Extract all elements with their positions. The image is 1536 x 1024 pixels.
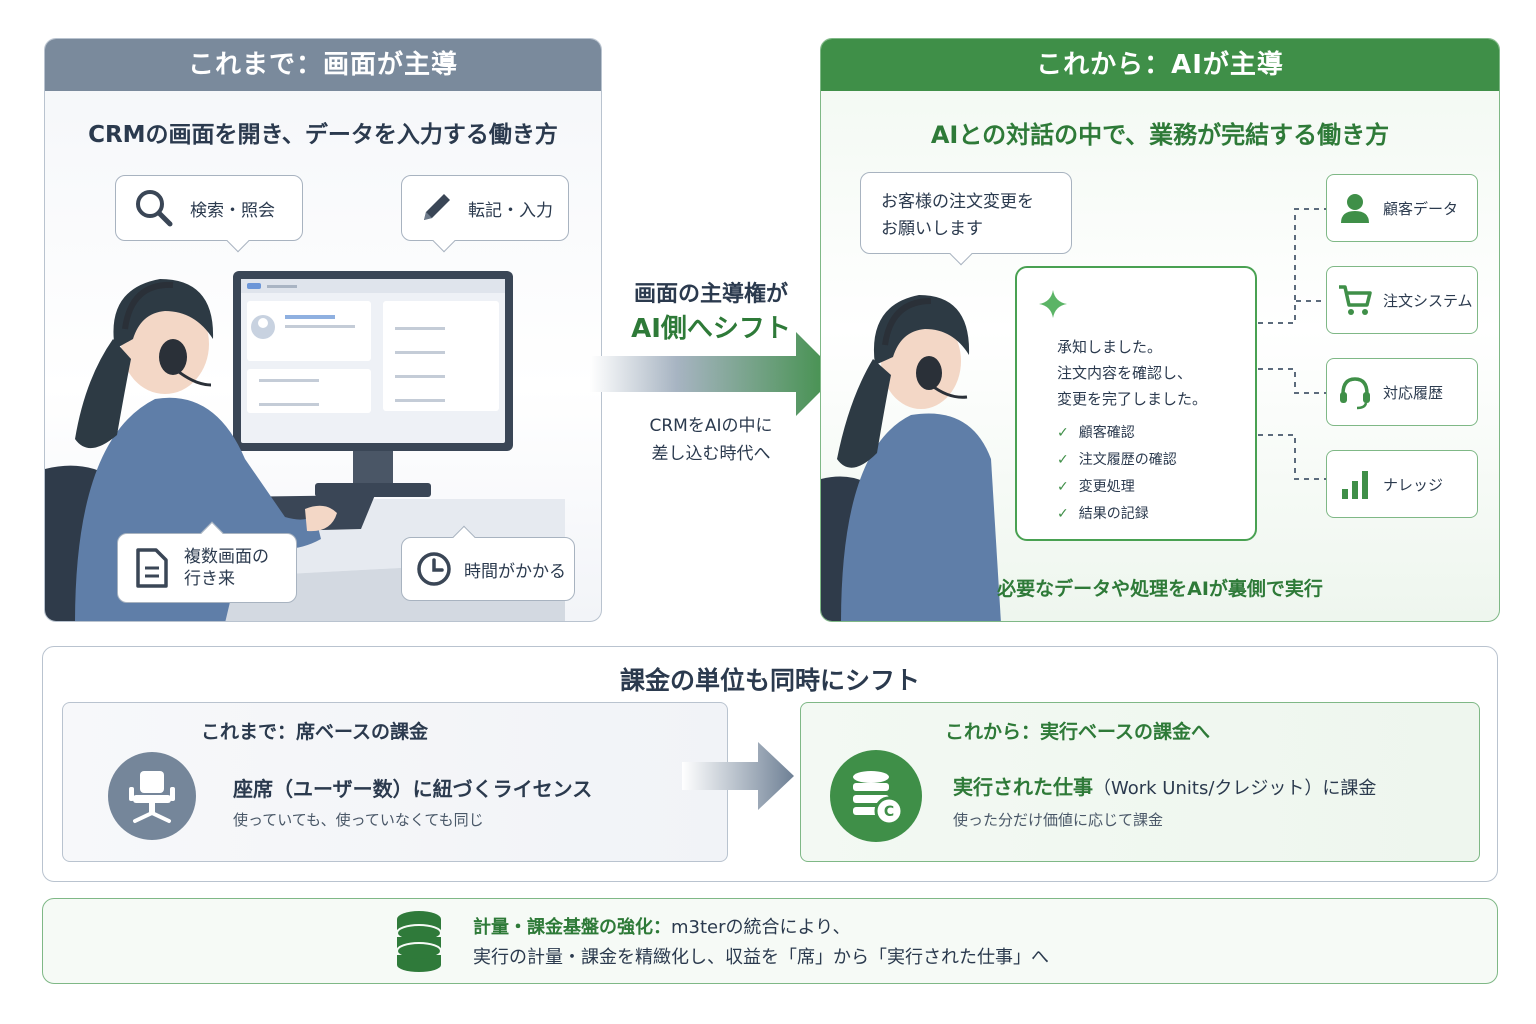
transcribe-label: 転記・入力 — [468, 200, 553, 221]
cart-icon — [1339, 285, 1372, 315]
ai-operator-illustration — [821, 208, 1327, 621]
checklist-item: ✓ 注文履歴の確認 — [1057, 447, 1177, 474]
execution-billing-note: 使った分だけ価値に応じて課金 — [953, 811, 1164, 829]
system-customer-data: 顧客データ — [1326, 174, 1478, 242]
check-icon: ✓ — [1057, 452, 1069, 468]
execution-billing-main-bold: 実行された仕事 — [953, 775, 1093, 799]
system-history: 対応履歴 — [1326, 358, 1478, 426]
checklist-item-label: 結果の記録 — [1078, 506, 1149, 522]
shift-title-line2: AI側へシフト — [631, 314, 791, 344]
document-icon — [136, 548, 168, 588]
billing-title: 課金の単位も同時にシフト — [619, 666, 920, 695]
execution-billing-main-rest: （Work Units/クレジット）に課金 — [1093, 778, 1377, 799]
legacy-panel-subtitle: CRMの画面を開き、データを入力する働き方 — [88, 122, 558, 148]
headset — [159, 339, 187, 375]
seat-billing-header: これまで：席ベースの課金 — [201, 721, 429, 743]
system-knowledge: ナレッジ — [1326, 450, 1478, 518]
system-label: ナレッジ — [1383, 475, 1444, 494]
customer-request-text: お客様の注文変更を お願いします — [881, 192, 1034, 239]
clock-icon — [417, 552, 451, 586]
headset-icon — [1340, 377, 1370, 410]
database-icon — [396, 911, 442, 972]
check-icon: ✓ — [1057, 506, 1069, 522]
checklist-item: ✓ 結果の記録 — [1057, 501, 1177, 528]
metering-footer: 計量・課金基盤の強化：m3terの統合により、 実行の計量・課金を精緻化し、収益… — [42, 898, 1498, 984]
checklist-item-label: 変更処理 — [1078, 479, 1135, 495]
execution-billing-card: これから：実行ベースの課金へ C 実行された仕事（Work Units/クレジッ… — [800, 702, 1480, 862]
metering-text-rest: m3terの統合により、 — [671, 917, 851, 938]
system-order: 注文システム — [1326, 266, 1478, 334]
person-icon — [1341, 194, 1369, 223]
transcribe-bubble: 転記・入力 — [401, 175, 569, 253]
legacy-panel-header: これまで：画面が主導 — [45, 39, 601, 91]
execution-billing-header: これから：実行ベースの課金へ — [945, 721, 1211, 743]
sparkle-icon — [1039, 290, 1067, 318]
pencil-icon — [424, 194, 450, 220]
time-bubble: 時間がかかる — [401, 525, 575, 601]
ai-panel-subtitle: AIとの対話の中で、業務が完結する働き方 — [930, 121, 1390, 149]
execution-billing-main: 実行された仕事（Work Units/クレジット）に課金 — [953, 771, 1376, 800]
multi-screen-bubble: 複数画面の 行き来 — [117, 521, 297, 603]
ai-checklist: ✓ 顧客確認 ✓ 注文履歴の確認 ✓ 変更処理 ✓ 結果の記録 — [1057, 420, 1177, 528]
checklist-item: ✓ 顧客確認 — [1057, 420, 1177, 447]
checklist-item: ✓ 変更処理 — [1057, 474, 1177, 501]
legacy-panel: これまで：画面が主導 CRMの画面を開き、データを入力する働き方 — [44, 38, 602, 622]
metering-text-bold: 計量・課金基盤の強化： — [473, 917, 671, 938]
search-label: 検索・照会 — [190, 200, 275, 221]
time-label: 時間がかかる — [464, 561, 566, 582]
customer-request-bubble: お客様の注文変更を お願いします — [860, 172, 1072, 266]
shift-caption-line1: CRMをAIの中に — [649, 416, 773, 436]
shift-title-line1: 画面の主導権が — [633, 282, 788, 307]
billing-shift-arrow — [682, 742, 794, 810]
bar-chart-icon — [1342, 471, 1368, 499]
shift-caption: CRMをAIの中に 差し込む時代へ — [602, 412, 820, 468]
svg-text:C: C — [884, 804, 894, 820]
search-bubble: 検索・照会 — [115, 175, 303, 253]
seat-billing-note: 使っていても、使っていなくても同じ — [233, 811, 484, 829]
ai-response-card: 承知しました。 注文内容を確認し、 変更を完了しました。 ✓ 顧客確認 ✓ 注文履歴… — [1015, 266, 1257, 541]
shift-caption-line2: 差し込む時代へ — [651, 444, 771, 464]
shift-arrow — [590, 332, 838, 416]
chair-icon — [108, 752, 196, 840]
checklist-item-label: 顧客確認 — [1078, 425, 1135, 441]
shift-title: 画面の主導権が AI側へシフト — [602, 278, 820, 346]
background-execution-note: 必要なデータや処理をAIが裏側で実行 — [997, 578, 1323, 600]
checklist-item-label: 注文履歴の確認 — [1078, 452, 1177, 468]
metering-text-line2: 実行の計量・課金を精緻化し、収益を「席」から「実行された仕事」へ — [473, 947, 1049, 968]
ai-panel-header: これから：AIが主導 — [821, 39, 1499, 91]
multi-screen-label: 複数画面の 行き来 — [184, 547, 269, 589]
ai-response-text: 承知しました。 注文内容を確認し、 変更を完了しました。 — [1057, 338, 1208, 408]
check-icon: ✓ — [1057, 425, 1069, 441]
seat-billing-main: 座席（ユーザー数）に紐づくライセンス — [233, 777, 593, 801]
system-label: 注文システム — [1383, 291, 1473, 310]
seat-billing-card: これまで：席ベースの課金 座席（ユーザー数）に紐づくライセンス 使っていても、使… — [62, 702, 728, 862]
system-label: 顧客データ — [1383, 199, 1459, 218]
system-label: 対応履歴 — [1383, 383, 1444, 402]
check-icon: ✓ — [1057, 479, 1069, 495]
credit-coins-icon: C — [830, 750, 922, 842]
metering-text: 計量・課金基盤の強化：m3terの統合により、 実行の計量・課金を精緻化し、収益… — [473, 913, 1049, 973]
search-icon — [136, 190, 173, 227]
